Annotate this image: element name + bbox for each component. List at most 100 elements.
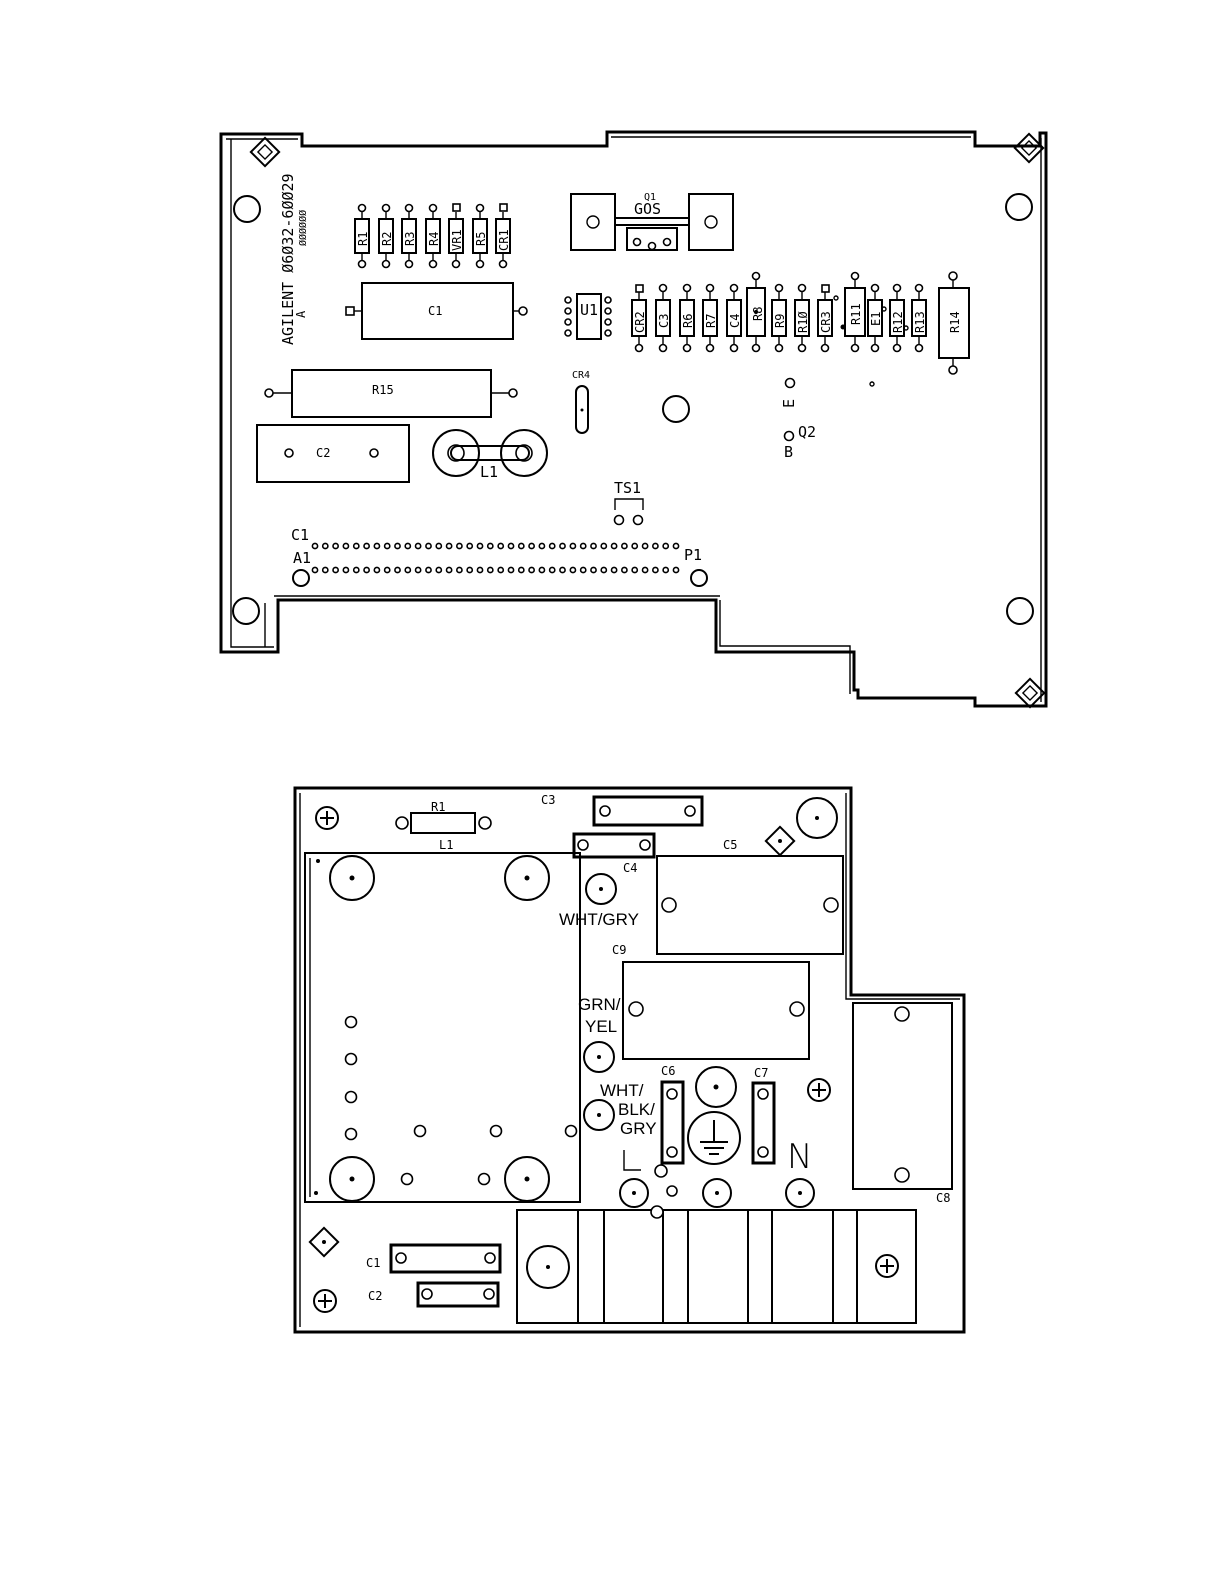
resistor-R1: R1 bbox=[355, 205, 370, 268]
svg-text:L1: L1 bbox=[439, 838, 453, 852]
svg-text:R3: R3 bbox=[403, 232, 417, 246]
connector-pin bbox=[354, 567, 359, 572]
part-number: AGILENT Ø6Ø32-6ØØ29 bbox=[279, 173, 297, 345]
connector-pin bbox=[354, 543, 359, 548]
mounting-hole bbox=[663, 396, 689, 422]
svg-text:C4: C4 bbox=[623, 861, 637, 875]
svg-text:C6: C6 bbox=[661, 1064, 675, 1078]
svg-text:C3: C3 bbox=[541, 793, 555, 807]
svg-text:C8: C8 bbox=[936, 1191, 950, 1205]
capacitor-C6: C6 bbox=[661, 1064, 683, 1163]
svg-text:P1: P1 bbox=[684, 546, 702, 564]
svg-text:N: N bbox=[787, 1137, 812, 1177]
connector-pin bbox=[591, 567, 596, 572]
svg-text:C4: C4 bbox=[728, 314, 742, 328]
connector-pin bbox=[529, 543, 534, 548]
mounting-hole bbox=[233, 598, 259, 624]
svg-text:A1: A1 bbox=[293, 549, 311, 567]
svg-text:Q2: Q2 bbox=[798, 423, 816, 441]
resistor-R1: R1 L1 bbox=[396, 800, 491, 852]
resistor-R3: R3 bbox=[402, 205, 417, 268]
svg-text:E: E bbox=[780, 399, 798, 408]
mount-screw-icon bbox=[876, 1255, 898, 1277]
mount-screw-icon bbox=[808, 1079, 830, 1101]
mounting-hole bbox=[234, 196, 260, 222]
connector-pin bbox=[632, 567, 637, 572]
connector-pin bbox=[323, 543, 328, 548]
connector-pin bbox=[385, 567, 390, 572]
connector-pin bbox=[447, 543, 452, 548]
capacitor-C1: C1 bbox=[366, 1245, 500, 1272]
capacitor-C3: C3 bbox=[656, 285, 671, 352]
transistor-Q1: Q1 GOS bbox=[571, 192, 733, 250]
ic-U1: U1 bbox=[565, 294, 611, 339]
connector-pin bbox=[467, 567, 472, 572]
svg-text:CR2: CR2 bbox=[633, 311, 647, 333]
inductor-L1: L1 bbox=[433, 430, 547, 481]
resistor-R14: R14 bbox=[939, 272, 969, 374]
svg-text:R1: R1 bbox=[356, 232, 370, 246]
resistor-R11: R11 bbox=[841, 273, 866, 352]
capacitor-C4: C4 bbox=[574, 834, 654, 875]
svg-text:C1: C1 bbox=[366, 1256, 380, 1270]
connector-pin bbox=[498, 543, 503, 548]
bottom-board: R1 L1 C3 C4 C5 bbox=[295, 788, 964, 1332]
connector-pin bbox=[457, 543, 462, 548]
svg-text:R9: R9 bbox=[773, 314, 787, 328]
diode-CR4: CR4 bbox=[572, 370, 590, 433]
diode-VR1: VR1 bbox=[449, 204, 464, 268]
connector-pin-row bbox=[312, 543, 678, 548]
svg-text:C9: C9 bbox=[612, 943, 626, 957]
connector-pin bbox=[622, 543, 627, 548]
mount-screw-icon bbox=[316, 807, 338, 829]
resistor-R7: R7 bbox=[703, 285, 718, 352]
connector-pin bbox=[632, 543, 637, 548]
connector-pin bbox=[488, 567, 493, 572]
connector-pin bbox=[653, 543, 658, 548]
connector-pin bbox=[653, 567, 658, 572]
diode-CR3: CR3 bbox=[818, 285, 838, 352]
mount-diamond-icon bbox=[310, 1228, 338, 1256]
connector-pin bbox=[323, 567, 328, 572]
connector-pin bbox=[663, 567, 668, 572]
svg-text:TS1: TS1 bbox=[614, 479, 641, 497]
svg-text:R2: R2 bbox=[380, 232, 394, 246]
resistor-R4: R4 bbox=[426, 205, 441, 268]
connector-pin bbox=[529, 567, 534, 572]
serial-marks: ØØØØØØ bbox=[297, 210, 309, 246]
connector-pin bbox=[333, 543, 338, 548]
connector-pin bbox=[570, 567, 575, 572]
capacitor-C3: C3 bbox=[541, 793, 702, 825]
connector-pin bbox=[643, 567, 648, 572]
connector-pin bbox=[374, 543, 379, 548]
mount-diamond-icon bbox=[766, 827, 794, 855]
connector-pin bbox=[395, 567, 400, 572]
connector-pin bbox=[364, 543, 369, 548]
connector-pin bbox=[405, 543, 410, 548]
connector-pin bbox=[385, 543, 390, 548]
resistor-row-left: R1 R2 R3 R4 bbox=[355, 204, 511, 268]
capacitor-C2: C2 bbox=[368, 1283, 498, 1306]
svg-text:R6: R6 bbox=[681, 314, 695, 328]
capacitor-C7: C7 bbox=[753, 1066, 774, 1163]
resistor-R10: R1Ø bbox=[795, 285, 810, 352]
connector-pin bbox=[436, 567, 441, 572]
connector-pin bbox=[508, 543, 513, 548]
connector-pin bbox=[508, 567, 513, 572]
capacitor-C4: C4 bbox=[727, 285, 742, 352]
resistor-R9: R9 bbox=[772, 285, 787, 352]
connector-pin bbox=[550, 567, 555, 572]
connector-pin bbox=[498, 567, 503, 572]
fuse-E1: E1 bbox=[868, 285, 886, 352]
connector-pin bbox=[374, 567, 379, 572]
svg-text:L1: L1 bbox=[480, 463, 498, 481]
svg-text:R11: R11 bbox=[849, 303, 863, 325]
resistor-R13: R13 bbox=[912, 285, 927, 352]
svg-text:BLK/: BLK/ bbox=[618, 1100, 655, 1119]
svg-text:CR3: CR3 bbox=[819, 311, 833, 333]
ground-icon bbox=[688, 1112, 740, 1164]
connector-pin bbox=[488, 543, 493, 548]
connector-pin bbox=[550, 543, 555, 548]
svg-text:R13: R13 bbox=[913, 311, 927, 333]
svg-text:C2: C2 bbox=[316, 446, 330, 460]
